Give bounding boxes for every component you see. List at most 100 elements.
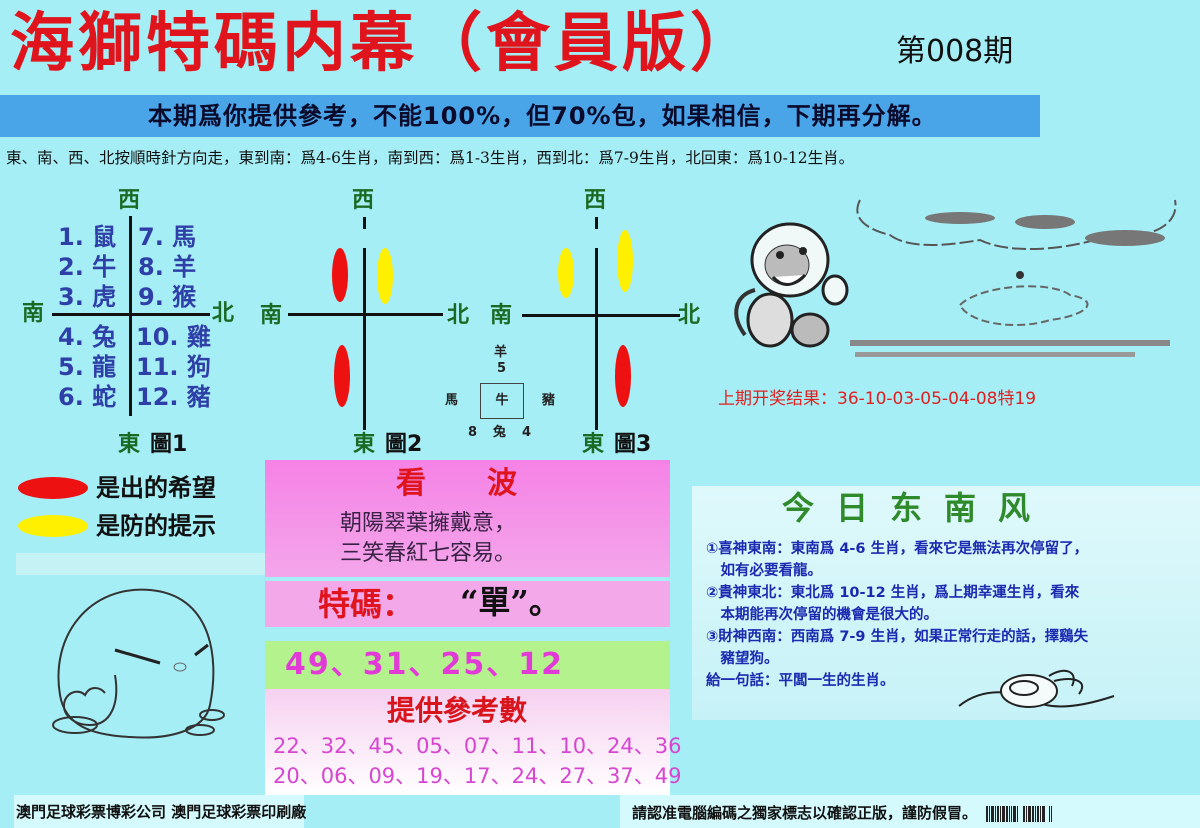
barcode-icon [986, 806, 1053, 822]
banner-bar [0, 95, 1040, 137]
figure-3-compass: 西 南 北 東圖3 [485, 180, 715, 460]
yellow-marker [377, 248, 393, 304]
red-oval-icon [18, 477, 88, 499]
legend-item-yellow: 是防的提示 [18, 511, 216, 541]
vertical-axis [363, 248, 366, 430]
south-label: 南 [260, 303, 283, 328]
zodiac-item: 1. 鼠 [58, 223, 117, 251]
monkey-cartoon-icon [734, 222, 849, 348]
legend-yellow-label: 是防的提示 [96, 512, 216, 540]
east-label: 東 [582, 432, 605, 457]
yellow-marker [558, 248, 574, 298]
zodiac-item: 11. 狗 [136, 353, 211, 381]
red-marker [332, 248, 348, 302]
reference-panel: 提供參考數 22、32、45、05、07、11、10、24、36 20、06、0… [265, 689, 682, 795]
horizontal-axis [288, 313, 443, 316]
wave-title-b: 波 [487, 466, 517, 501]
light-strip [16, 553, 268, 575]
wind-line: 如有必要看龍。 [706, 563, 822, 579]
banner-text: 本期爲你提供參考，不能100%，但70%包，如果相信，下期再分解。 [148, 102, 937, 130]
horizontal-axis [52, 313, 210, 316]
footer-authenticity-text: 請認准電腦編碼之獨家標志以確認正版，謹防假冒。 [632, 803, 1053, 823]
issue-number: 第008期 [896, 34, 1014, 69]
wind-line: ③財神西南：西南爲 7-9 生肖，如果正常行走的話，擇鷄失 [706, 629, 1089, 645]
hot-numbers-panel: 49、31、25、12 [265, 641, 670, 689]
mini-top-zodiac: 羊 [494, 345, 508, 360]
wind-title: 今日东南风 [782, 489, 1053, 527]
wind-line: 給一句話：平闆一生的生肖。 [706, 673, 895, 689]
zodiac-item: 3. 虎 [58, 283, 117, 311]
west-label: 西 [118, 188, 141, 213]
special-code-label: 特碼： [318, 585, 415, 623]
figure-1-label: 圖1 [150, 432, 188, 457]
rabbit-cartoon-icon [958, 669, 1115, 708]
figure-2-compass: 西 南 北 東圖2 [255, 180, 495, 460]
vertical-axis [595, 217, 598, 229]
chick-cartoon-icon [52, 588, 225, 739]
direction-rule-text: 東、南、西、北按順時針方向走，東到南：爲4-6生肖，南到西：爲1-3生肖，西到北… [6, 149, 855, 167]
figure-2-label: 圖2 [385, 432, 423, 457]
west-label: 西 [352, 188, 375, 213]
east-label: 東 [118, 432, 141, 457]
special-code-value: “單”。 [460, 583, 561, 621]
wind-panel: 今日东南风 ①喜神東南：東南爲 4-6 生肖，看來它是無法再次停留了， 如有必要… [692, 486, 1200, 720]
figure-3-label: 圖3 [614, 432, 652, 457]
red-marker [615, 345, 631, 407]
wind-line: 本期能再次停留的機會是很大的。 [706, 607, 938, 623]
zodiac-item: 7. 馬 [138, 223, 197, 251]
figure-3-caption: 東圖3 [582, 432, 651, 458]
zodiac-item: 4. 兔 [58, 323, 117, 351]
east-label: 東 [353, 432, 376, 457]
poem-line-1: 朝陽翠葉擁戴意， [340, 511, 517, 536]
red-marker [334, 345, 350, 407]
zodiac-group-top-right: 7. 馬 8. 羊 9. 猴 [138, 222, 196, 312]
last-draw-result: 上期开奖结果：36-10-03-05-04-08特19 [718, 389, 1037, 409]
footer-company-text: 澳門足球彩票博彩公司 澳門足球彩票印刷廠 [16, 803, 307, 821]
legend-item-red: 是出的希望 [18, 473, 216, 503]
horizontal-axis [522, 314, 680, 317]
legend-red-label: 是出的希望 [96, 474, 216, 502]
wind-lines: ①喜神東南：東南爲 4-6 生肖，看來它是無法再次停留了， 如有必要看龍。 ②貴… [706, 538, 1088, 692]
west-label: 西 [584, 188, 607, 213]
zodiac-group-top-left: 1. 鼠 2. 牛 3. 虎 [58, 222, 116, 312]
mini-top-number: 5 [497, 361, 507, 376]
wind-line: ②貴神東北：東北爲 10-12 生肖，爲上期幸運生肖，看來 [706, 585, 1080, 601]
vertical-axis [129, 216, 132, 416]
hot-numbers: 49、31、25、12 [285, 647, 564, 682]
footer-right-background [620, 795, 1200, 828]
zodiac-group-bottom-right: 10. 雞 11. 狗 12. 豬 [136, 322, 211, 412]
mini-bottom-center: 兔 [493, 425, 507, 440]
mini-left: 馬 [445, 393, 459, 408]
mini-bottom-left: 8 [468, 425, 478, 440]
vertical-axis [363, 217, 366, 229]
zodiac-item: 8. 羊 [138, 253, 197, 281]
south-label: 南 [490, 303, 513, 328]
north-label: 北 [447, 303, 470, 328]
wave-panel: 看 波 朝陽翠葉擁戴意， 三笑春紅七容易。 [265, 460, 670, 577]
zodiac-item: 6. 蛇 [58, 383, 117, 411]
poem-line-2: 三笑春紅七容易。 [340, 541, 517, 566]
mini-right: 豬 [542, 393, 556, 408]
figure-1-compass: 西 南 北 1. 鼠 2. 牛 3. 虎 7. 馬 8. 羊 9. 猴 4. 兔… [0, 180, 260, 460]
north-label: 北 [678, 303, 701, 328]
mini-center: 牛 [495, 393, 509, 408]
yellow-oval-icon [18, 515, 88, 537]
special-code-panel: 特碼： “單”。 [265, 581, 670, 627]
south-label: 南 [22, 301, 45, 326]
footer-notice: 請認准電腦編碼之獨家標志以確認正版，謹防假冒。 [632, 804, 978, 822]
zodiac-item: 9. 猴 [138, 283, 197, 311]
footer-left-background [14, 795, 304, 828]
figure-2-caption: 東圖2 [353, 432, 422, 458]
reference-title: 提供參考數 [387, 694, 528, 727]
zodiac-item: 5. 龍 [58, 353, 117, 381]
mini-center-box: 牛 [480, 383, 524, 419]
mini-bottom-right: 4 [522, 425, 532, 440]
zodiac-item: 2. 牛 [58, 253, 117, 281]
wind-line: ①喜神東南：東南爲 4-6 生肖，看來它是無法再次停留了， [706, 541, 1089, 557]
wind-line: 豬望狗。 [706, 651, 779, 667]
reference-line-1: 22、32、45、05、07、11、10、24、36 [273, 734, 682, 758]
yellow-marker [617, 230, 633, 292]
zodiac-item: 10. 雞 [136, 323, 211, 351]
zodiac-group-bottom-left: 4. 兔 5. 龍 6. 蛇 [58, 322, 116, 412]
wave-title-a: 看 [396, 466, 426, 501]
